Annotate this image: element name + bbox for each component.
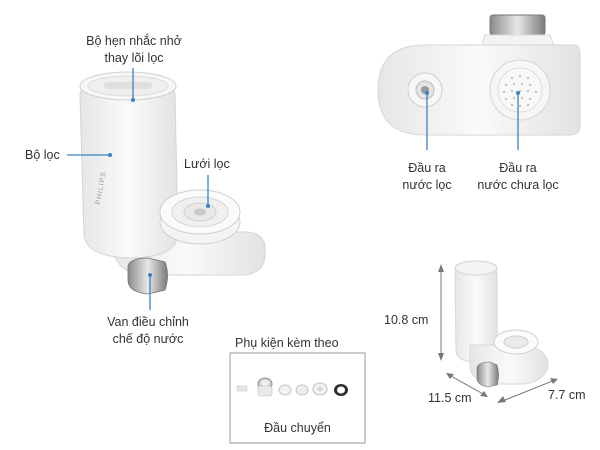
accessories-title: Phụ kiện kèm theo [235, 336, 339, 350]
accessories-box [229, 352, 366, 444]
adapters-image [236, 377, 348, 397]
adapters-label: Đầu chuyển [264, 421, 331, 435]
dimension-product-view [454, 260, 549, 388]
dimension-lines [440, 267, 556, 403]
main-callouts [67, 68, 209, 310]
main-callout-dots [108, 98, 210, 277]
depth-dimension: 7.7 cm [548, 388, 586, 402]
filtered-outlet-label: Đầu ra nước lọc [402, 161, 452, 192]
mesh-label: Lưới lọc [184, 157, 230, 171]
outlet-callouts [426, 93, 519, 150]
outlet-side-view [377, 14, 581, 136]
height-dimension: 10.8 cm [384, 313, 429, 327]
filter-label: Bộ lọc [25, 148, 60, 162]
valve-label: Van điều chỉnh chế độ nước [107, 315, 189, 346]
unfiltered-outlet-label: Đầu ra nước chưa lọc [477, 161, 559, 192]
main-product-view: PHILIPS [79, 71, 266, 295]
width-dimension: 11.5 cm [428, 391, 472, 405]
reminder-label: Bộ hẹn nhắc nhở thay lõi lọc [86, 34, 182, 65]
